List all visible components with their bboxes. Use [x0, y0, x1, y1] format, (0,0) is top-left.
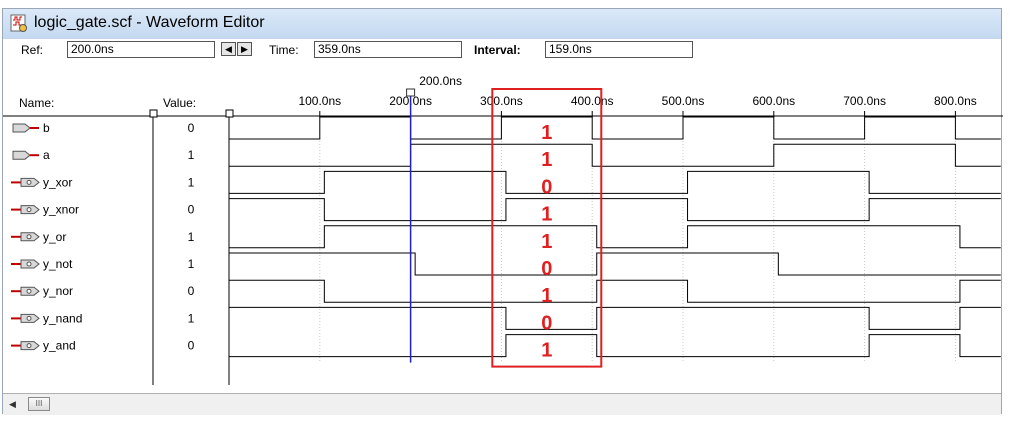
waveform-y-nor[interactable]: [229, 279, 1001, 303]
scrollbar-thumb[interactable]: III: [28, 397, 50, 411]
signal-name: y_nor: [43, 284, 73, 298]
timeline-tick-label: 700.0ns: [843, 94, 886, 108]
signal-row-y-nor[interactable]: y_nor 0: [11, 284, 195, 298]
output-pin-icon: [11, 232, 40, 242]
time-label: Time:: [269, 43, 299, 57]
signal-value: 0: [188, 284, 195, 298]
signal-name: y_not: [43, 257, 73, 271]
annotation-box: [491, 88, 603, 368]
timeline-tick-label: 500.0ns: [662, 94, 705, 108]
reference-cursor[interactable]: 200.0ns: [406, 74, 462, 363]
signal-value: 0: [188, 121, 195, 135]
interval-field[interactable]: 159.0ns: [545, 41, 693, 58]
annotation-label: 0: [541, 312, 552, 334]
waveform-b[interactable]: [229, 116, 1001, 140]
signal-row-y-and[interactable]: y_and 0: [11, 339, 195, 353]
signal-value: 1: [188, 230, 195, 244]
output-pin-icon: [11, 177, 40, 187]
time-field[interactable]: 359.0ns: [314, 41, 462, 58]
output-pin-icon: [11, 259, 40, 269]
window-title: logic_gate.scf - Waveform Editor: [34, 14, 265, 31]
timeline-tick-label: 800.0ns: [934, 94, 977, 108]
waveform-a[interactable]: [229, 143, 1001, 167]
arrow-right-icon: ▶: [241, 44, 248, 54]
name-column-header: Name:: [19, 96, 54, 110]
waveform-file-icon: [10, 14, 27, 32]
prev-transition-button[interactable]: ◀: [221, 42, 236, 56]
signal-name: y_nand: [43, 311, 82, 325]
output-pin-icon: [11, 313, 40, 323]
time-toolbar: Ref: 200.0ns ◀ ▶ Time: 359.0ns Interval:…: [3, 39, 1001, 63]
annotation-label: 1: [541, 204, 552, 226]
ref-label: Ref:: [21, 43, 44, 57]
signal-row-y-not[interactable]: y_not 1: [11, 257, 195, 271]
timeline-tick-label: 300.0ns: [480, 94, 523, 108]
timeline-tick-label: 100.0ns: [298, 94, 341, 108]
output-pin-icon: [11, 341, 40, 351]
scroll-left-arrow-icon[interactable]: ◀: [9, 399, 16, 409]
signal-name: y_or: [43, 230, 66, 244]
signal-row-y-xor[interactable]: y_xor 1: [11, 175, 195, 189]
input-pin-icon: [12, 123, 39, 133]
waveform-editor-window: logic_gate.scf - Waveform Editor Ref: 20…: [2, 8, 1003, 415]
next-transition-button[interactable]: ▶: [237, 42, 252, 56]
signal-value: 1: [188, 257, 195, 271]
timeline-tick-label: 600.0ns: [752, 94, 795, 108]
signal-value: 1: [188, 148, 195, 162]
output-pin-icon: [11, 286, 40, 296]
annotation-label: 1: [541, 285, 552, 307]
title-bar: logic_gate.scf - Waveform Editor: [3, 9, 1001, 40]
value-column-header: Value:: [163, 96, 196, 110]
waveform-y-or[interactable]: [229, 225, 1001, 249]
signal-row-y-nand[interactable]: y_nand 1: [11, 311, 195, 325]
signal-name: y_xor: [43, 175, 72, 189]
interval-label: Interval:: [474, 43, 521, 57]
signal-name: y_and: [43, 339, 76, 353]
horizontal-scrollbar[interactable]: ◀ III: [3, 393, 1001, 415]
waveform-y-xor[interactable]: [229, 170, 1001, 194]
signal-name: y_xnor: [43, 203, 79, 217]
timeline-tick-label: 400.0ns: [571, 94, 614, 108]
cursor-time-label: 200.0ns: [419, 74, 462, 88]
waveform-y-nand[interactable]: [229, 306, 1001, 330]
ref-field[interactable]: 200.0ns: [67, 41, 215, 58]
signal-value: 1: [188, 175, 195, 189]
waveform-y-and[interactable]: [229, 334, 1001, 358]
annotation-label: 1: [541, 340, 552, 362]
signal-value: 1: [188, 311, 195, 325]
signal-name: a: [43, 148, 50, 162]
waveform-panel[interactable]: Name: Value: 100.0ns 200.0ns 300.0ns 400.0n…: [3, 9, 1003, 393]
input-pin-icon: [12, 150, 39, 160]
waveform-y-not[interactable]: [229, 252, 1001, 276]
signal-row-y-or[interactable]: y_or 1: [11, 230, 195, 244]
output-pin-icon: [11, 205, 40, 215]
signal-value: 0: [188, 203, 195, 217]
annotation-label: 1: [541, 149, 552, 171]
signal-name: b: [43, 121, 50, 135]
annotation-label: 1: [541, 231, 552, 253]
signal-value: 0: [188, 339, 195, 353]
waveform-y-xnor[interactable]: [229, 198, 1001, 222]
annotation-label: 0: [541, 176, 552, 198]
annotation-label: 1: [541, 122, 552, 144]
annotation-label: 0: [541, 258, 552, 280]
arrow-left-icon: ◀: [225, 44, 232, 54]
signal-row-y-xnor[interactable]: y_xnor 0: [11, 203, 195, 217]
